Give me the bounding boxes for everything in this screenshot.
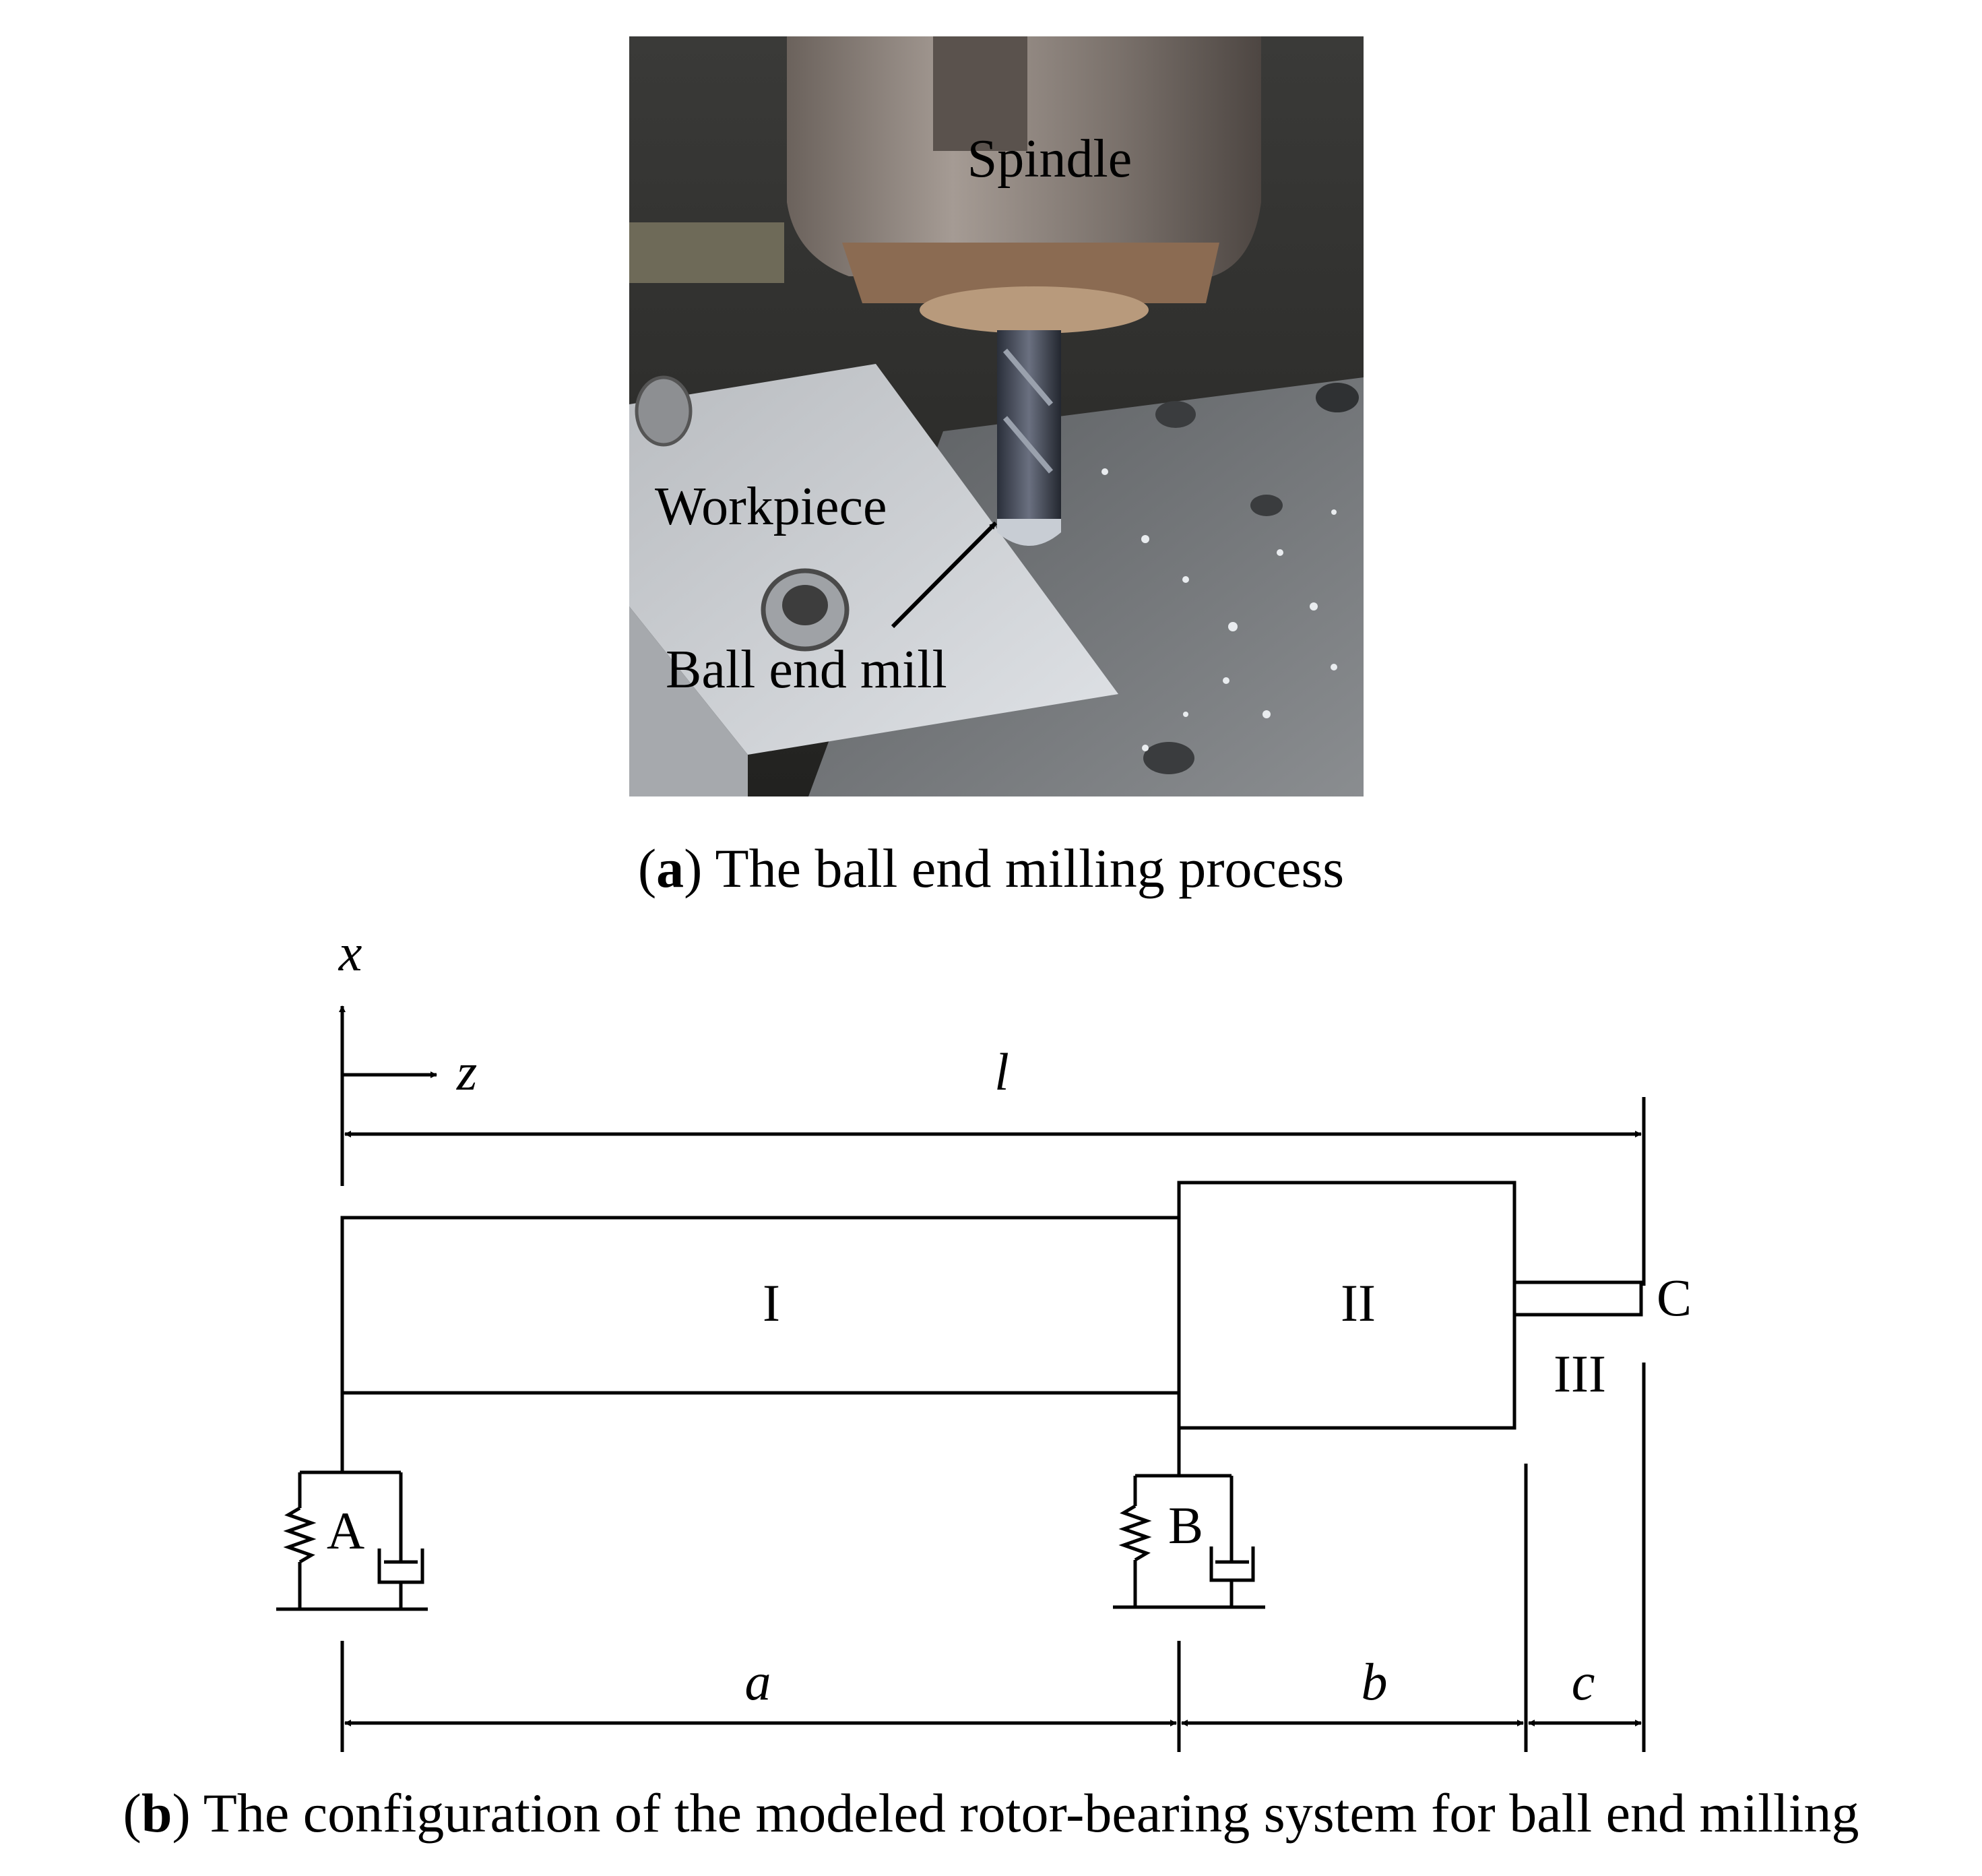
- caption-b-tag: b: [141, 1782, 172, 1844]
- spring-B-icon: [1118, 1504, 1152, 1562]
- axis-z-label: z: [456, 1042, 477, 1101]
- dimension-a-label: a: [745, 1652, 771, 1711]
- coordinate-axes: x z: [338, 923, 477, 1186]
- dimension-c-label: c: [1572, 1652, 1595, 1711]
- ball-end-mill-tool: [997, 330, 1061, 519]
- spindle-housing: [787, 36, 1261, 276]
- caption-a-tag: a: [656, 838, 684, 899]
- dimension-l: l: [344, 1042, 1646, 1286]
- point-B-label: B: [1168, 1496, 1203, 1555]
- segment-I-label: I: [763, 1274, 780, 1332]
- dimension-lines-lower: a b c: [340, 1464, 1642, 1752]
- bearing-A: A: [276, 1393, 428, 1611]
- milling-photo: Spindle Workpiece Ball end mill: [629, 36, 1364, 796]
- dimension-l-label: l: [994, 1042, 1009, 1101]
- segment-III: [1512, 1280, 1643, 1317]
- point-C-label: C: [1657, 1268, 1692, 1327]
- bolt-left: [635, 375, 693, 447]
- axis-x-label: x: [338, 923, 362, 982]
- segment-II-label: II: [1341, 1274, 1376, 1332]
- caption-b: (b) The configuration of the modeled rot…: [123, 1782, 1859, 1844]
- rotor-bearing-diagram: x z l I II III C: [276, 923, 1692, 1752]
- segment-III-label: III: [1554, 1344, 1606, 1403]
- caption-a: (a) The ball end milling process: [637, 838, 1345, 899]
- ball-end-mill-label: Ball end mill: [666, 640, 947, 699]
- spring-A-icon: [283, 1506, 317, 1564]
- caption-b-text: The configuration of the modeled rotor-b…: [203, 1782, 1859, 1844]
- point-A-label: A: [327, 1501, 364, 1560]
- workpiece-label: Workpiece: [655, 477, 887, 536]
- bearing-B: B: [1113, 1428, 1265, 1609]
- segment-I: [340, 1216, 1181, 1395]
- dimension-b-label: b: [1362, 1652, 1388, 1711]
- spindle-label: Spindle: [967, 129, 1132, 189]
- ball-end-mill-pointer-arrow: [891, 521, 998, 629]
- workpiece-block: [629, 364, 1118, 755]
- caption-a-text: The ball end milling process: [715, 838, 1345, 899]
